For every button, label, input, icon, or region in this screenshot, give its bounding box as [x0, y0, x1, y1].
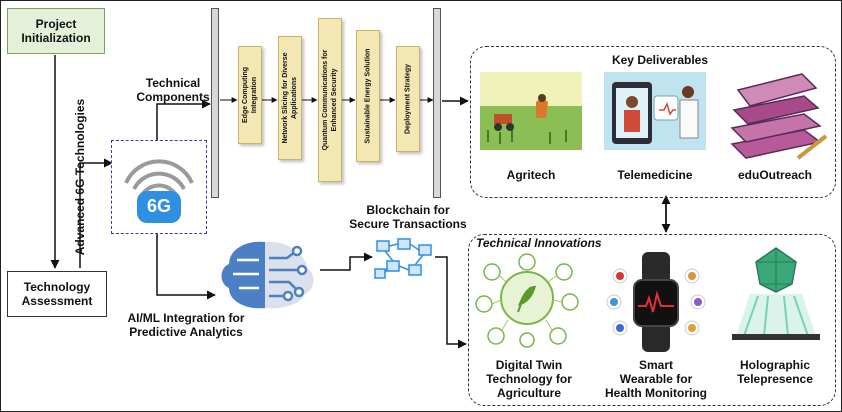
technology-assessment-node: Technology Assessment [7, 271, 107, 317]
arrow-assessment-to-6g [79, 158, 113, 268]
smartwatch-illustration [604, 250, 708, 354]
innovation-holographic-telepresence: Holographic Telepresence [737, 358, 813, 386]
telemedicine-illustration [604, 72, 706, 150]
component-label: Network Slicing for Diverse Applications [282, 52, 298, 144]
technical-components-label: Technical Components [136, 76, 210, 104]
books-illustration [724, 64, 828, 164]
6g-logo-text: 6G [146, 196, 171, 216]
blockchain-icon [373, 235, 435, 283]
innovation-smart-wearable: Smart Wearable for Health Monitoring [605, 358, 707, 400]
component-bar-network-slicing: Network Slicing for Diverse Applications [278, 36, 302, 160]
arrow-ai-to-blockchain [320, 252, 373, 271]
right-divider-bar [433, 8, 441, 198]
project-initialization-node: Project Initialization [7, 8, 105, 54]
technical-innovations-title: Technical Innovations [476, 236, 602, 250]
component-label: Edge Computing Integration [242, 67, 258, 123]
hologram-illustration [724, 244, 828, 344]
component-bar-edge-computing: Edge Computing Integration [238, 46, 262, 144]
component-bar-deployment-strategy: Deployment Strategy [396, 46, 420, 152]
deliverable-agritech: Agritech [506, 168, 556, 182]
arrow-6g-to-components [156, 99, 211, 140]
key-deliverables-box [470, 46, 836, 198]
key-deliverables-title: Key Deliverables [611, 53, 709, 67]
component-label: Quantum Communications for Enhanced Secu… [322, 49, 338, 151]
ai-brain-icon [215, 238, 321, 312]
component-label: Sustainable Energy Solution [364, 48, 372, 144]
advanced-6g-label: Advanced 6G Technologies [73, 98, 87, 256]
deliverable-eduoutreach: eduOutreach [737, 168, 812, 182]
6g-wifi-icon: 6G [111, 140, 207, 234]
deliverable-telemedicine: Telemedicine [617, 168, 693, 182]
agritech-illustration [480, 72, 582, 150]
technical-innovations-box [468, 234, 836, 406]
left-divider-bar [211, 8, 219, 198]
arrow-6g-to-ai [156, 230, 216, 300]
component-label: Deployment Strategy [404, 63, 412, 135]
innovation-digital-twin: Digital Twin Technology for Agriculture [486, 358, 572, 400]
ai-ml-label: AI/ML Integration for Predictive Analyti… [127, 311, 245, 339]
digital-twin-illustration [474, 252, 580, 348]
arrow-blockchain-to-innovations [435, 256, 467, 349]
component-bar-quantum-communications: Quantum Communications for Enhanced Secu… [318, 18, 342, 182]
component-bar-sustainable-energy: Sustainable Energy Solution [356, 30, 380, 162]
blockchain-label: Blockchain for Secure Transactions [349, 203, 467, 231]
